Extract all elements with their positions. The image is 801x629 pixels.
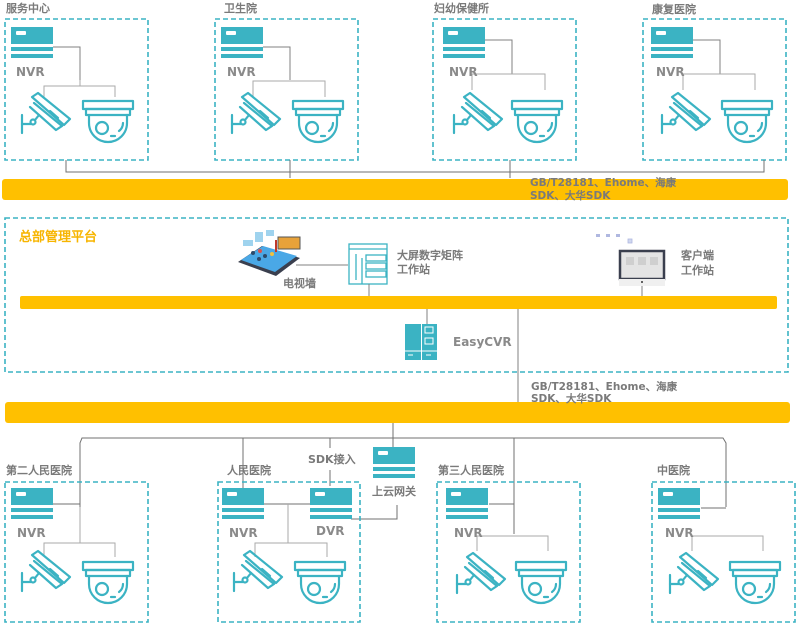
bottom-site-1-nvr-label: NVR	[17, 526, 46, 540]
matrix-workstation-label-line1: 大屏数字矩阵	[397, 249, 463, 262]
matrix-workstation-label-line2: 工作站	[397, 263, 430, 276]
bottom-protocol-line1: GB/T28181、Ehome、海康	[531, 381, 678, 393]
top-site-4-title: 康复医院	[652, 3, 696, 16]
bottom-site-3-title: 第三人民医院	[438, 464, 504, 477]
hq-boundary	[4, 217, 789, 373]
top-site-box-3	[432, 18, 577, 161]
top-site-box-2	[214, 18, 359, 161]
gateway-to-dvr-link	[351, 505, 398, 520]
top-bus-connector	[65, 160, 765, 178]
bottom-site-box-2	[217, 481, 361, 623]
matrix-workstation-icon	[348, 243, 388, 285]
easycvr-label: EasyCVR	[453, 335, 512, 349]
cloud-gateway-label: 上云网关	[372, 485, 416, 498]
easycvr-server-icon	[405, 324, 437, 360]
cloud-gateway-icon	[373, 447, 415, 478]
bottom-site-4-title: 中医院	[657, 464, 690, 477]
sdk-access-label: SDK接入	[308, 453, 356, 466]
hq-internal-bus	[20, 296, 777, 309]
bottom-site-2-dvr-label: DVR	[316, 524, 345, 538]
client-workstation-label-line2: 工作站	[681, 264, 714, 277]
top-protocol-line2: SDK、大华SDK	[530, 190, 611, 202]
bottom-site-1-title: 第二人民医院	[6, 464, 72, 477]
tv-wall-icon	[238, 230, 301, 276]
top-site-box-4	[642, 18, 787, 161]
bottom-site-box-3	[436, 481, 581, 623]
client-workstation-label-line1: 客户端	[681, 249, 714, 262]
nvr-icon	[222, 488, 264, 519]
top-network-bus	[2, 179, 788, 200]
top-site-box-1	[4, 18, 149, 161]
top-protocol-line1: GB/T28181、Ehome、海康	[530, 177, 677, 189]
top-site-3-title: 妇幼保健所	[434, 2, 489, 15]
top-site-2-title: 卫生院	[224, 2, 257, 15]
bottom-network-bus	[5, 402, 790, 423]
dvr-icon	[310, 488, 352, 519]
bottom-protocol-line2: SDK、大华SDK	[531, 393, 612, 405]
nvr-icon	[11, 27, 53, 58]
bottom-bus-connector	[79, 423, 727, 534]
hq-title: 总部管理平台	[19, 230, 98, 245]
top-site-1-title: 服务中心	[6, 2, 50, 15]
top-site-3-nvr-label: NVR	[449, 65, 478, 79]
client-workstation-icon	[596, 234, 666, 286]
top-site-2-nvr-label: NVR	[227, 65, 256, 79]
tv-wall-label: 电视墙	[283, 277, 316, 290]
dome-camera-icon	[81, 99, 135, 144]
top-site-1-nvr-label: NVR	[16, 65, 45, 79]
bullet-camera-icon	[20, 91, 72, 135]
bottom-site-box-1	[4, 481, 149, 623]
top-site-4-nvr-label: NVR	[656, 65, 685, 79]
bottom-site-2-nvr-label: NVR	[229, 526, 258, 540]
bottom-site-3-nvr-label: NVR	[454, 526, 483, 540]
bottom-site-4-nvr-label: NVR	[665, 526, 694, 540]
bottom-site-2-title: 人民医院	[227, 464, 271, 477]
bottom-site-box-4	[651, 481, 796, 623]
